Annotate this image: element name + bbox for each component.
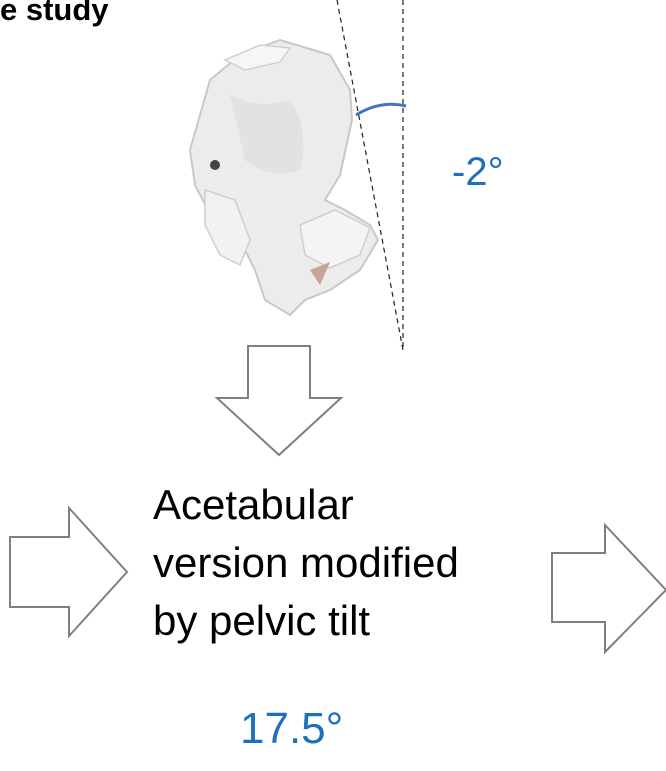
angle-arc [356,104,406,115]
description-line-2: version modified [153,534,459,592]
pelvis-model-image [190,40,378,315]
right-arrow-icon-right [552,525,666,652]
tilted-reference-line [337,0,403,350]
down-arrow-icon [217,346,341,455]
measured-angle-label: -2° [452,150,504,195]
result-value-label: 17.5° [240,704,343,754]
description-text: Acetabular version modified by pelvic ti… [153,476,459,650]
description-line-1: Acetabular [153,476,459,534]
description-line-3: by pelvic tilt [153,592,459,650]
right-arrow-icon-left [10,508,127,636]
